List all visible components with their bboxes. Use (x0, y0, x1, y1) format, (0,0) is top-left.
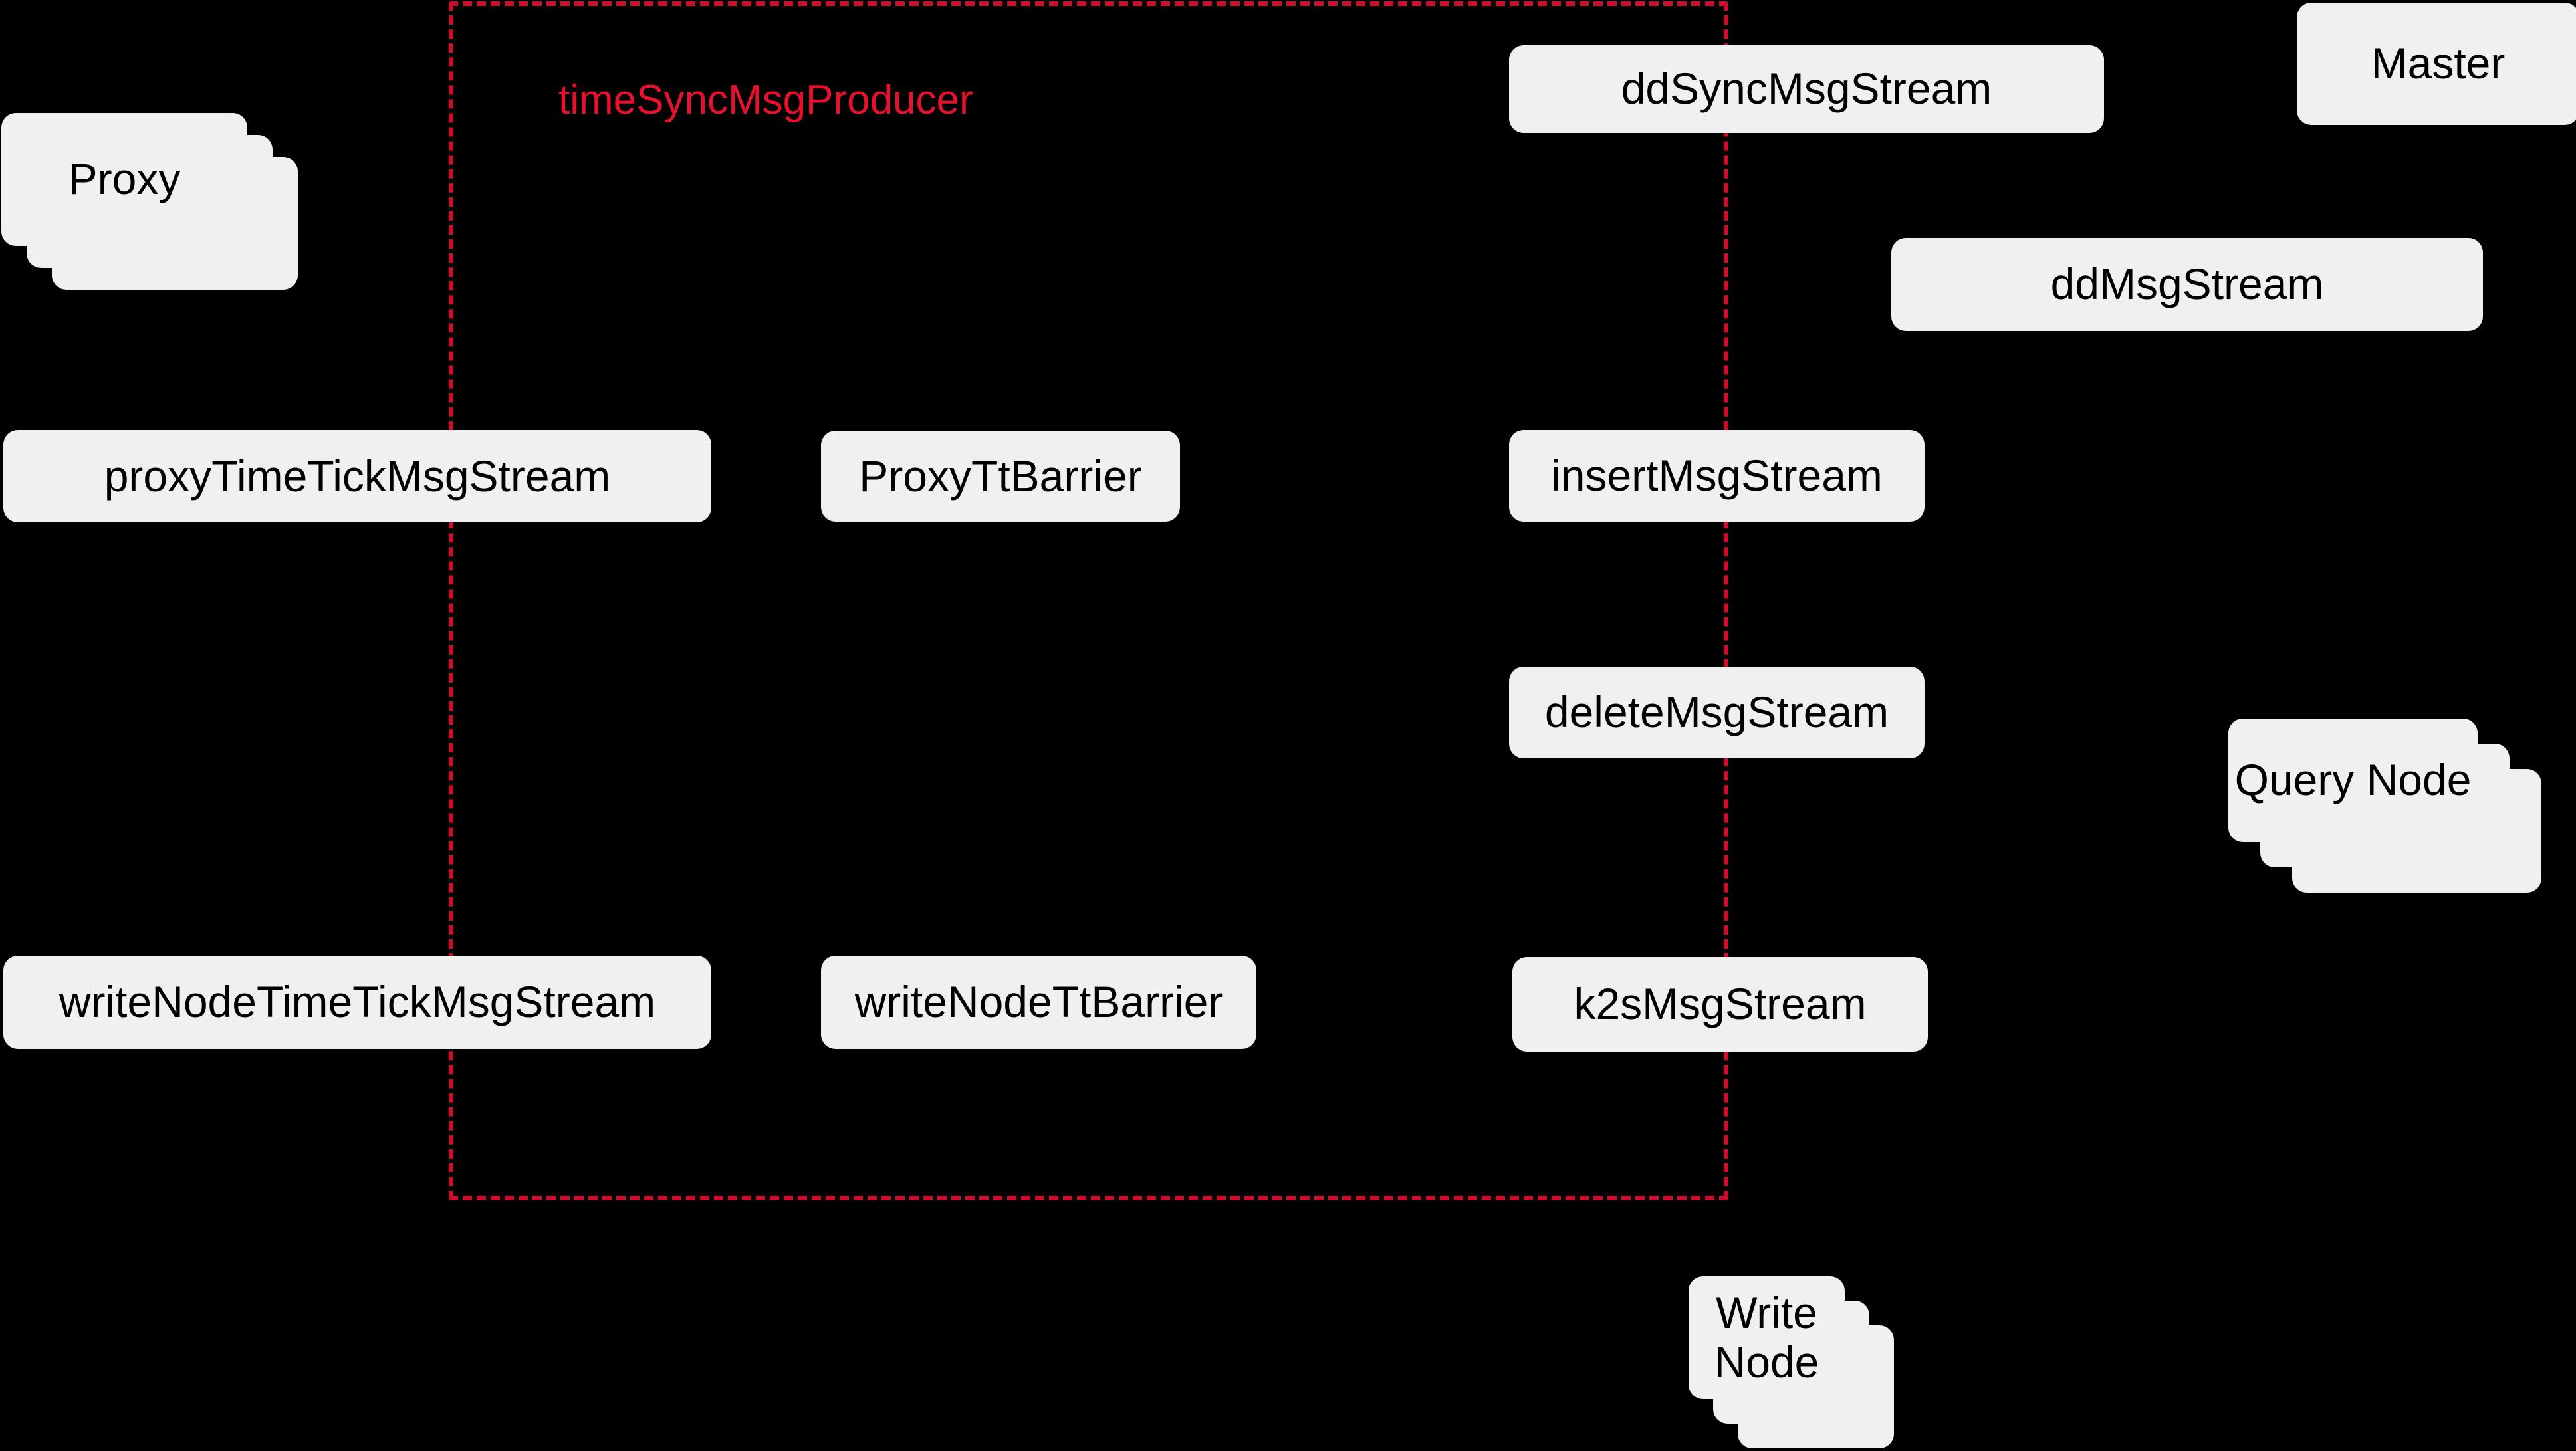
node-proxyttbarrier[interactable]: ProxyTtBarrier (821, 431, 1180, 522)
node-master[interactable]: Master (2297, 3, 2576, 125)
node-insertmsgstream[interactable]: insertMsgStream (1509, 430, 1925, 522)
stacked-node-label-proxy: Proxy (1, 113, 247, 246)
node-ddmsgstream[interactable]: ddMsgStream (1891, 238, 2483, 331)
stacked-node-label-query-node: Query Node (2228, 719, 2478, 842)
stacked-node-write-node[interactable]: Write Node (1689, 1276, 1894, 1448)
node-proxytimetickmsgstream[interactable]: proxyTimeTickMsgStream (3, 430, 711, 522)
node-ddsyncmsgstream[interactable]: ddSyncMsgStream (1509, 45, 2104, 133)
time-sync-msg-producer-boundary (449, 1, 1728, 1200)
time-sync-msg-producer-label: timeSyncMsgProducer (558, 77, 973, 123)
stacked-node-proxy[interactable]: Proxy (1, 113, 298, 290)
stacked-node-query-node[interactable]: Query Node (2228, 719, 2541, 893)
stacked-node-label-write-node: Write Node (1689, 1276, 1845, 1399)
node-k2smsgstream[interactable]: k2sMsgStream (1512, 957, 1928, 1052)
node-deletemsgstream[interactable]: deleteMsgStream (1509, 667, 1925, 758)
node-writenodettbarrier[interactable]: writeNodeTtBarrier (821, 956, 1256, 1049)
node-writenodetimetickmsgstream[interactable]: writeNodeTimeTickMsgStream (3, 956, 711, 1049)
